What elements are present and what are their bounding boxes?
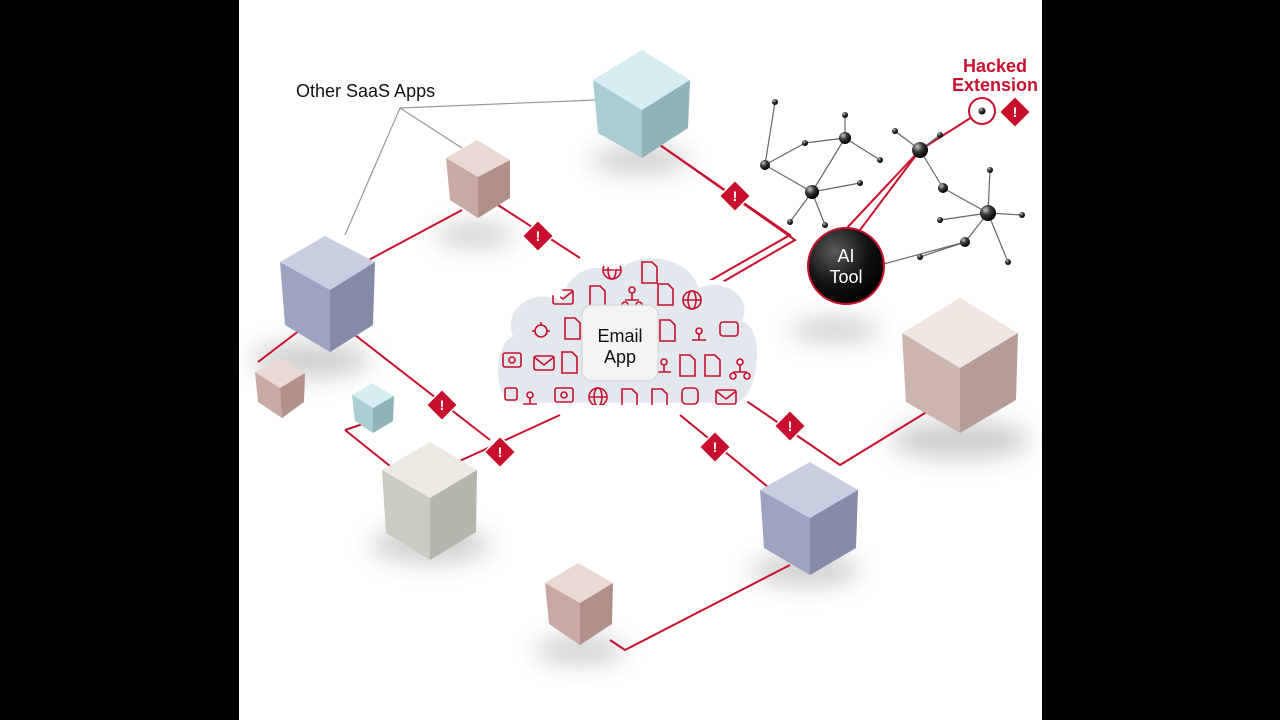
cube-pink-bottom xyxy=(545,563,613,645)
email-app-label-line2: App xyxy=(604,347,636,367)
cube-pink-small-left xyxy=(255,358,305,418)
email-app-label-line1: Email xyxy=(597,326,642,346)
email-app-card xyxy=(581,304,659,382)
ai-tool-node xyxy=(807,227,885,305)
cube-lavender-left xyxy=(280,236,375,352)
network-nodes xyxy=(760,99,1025,265)
alert-icon xyxy=(483,435,517,469)
cube-grey-large xyxy=(382,442,477,560)
alert-icon xyxy=(521,219,555,253)
cube-top-blue xyxy=(593,50,690,158)
hacked-label-line2: Extension xyxy=(952,75,1038,95)
alert-icon xyxy=(718,179,752,213)
ai-tool-label-line1: AI xyxy=(837,246,854,266)
cube-lavender-bottom xyxy=(760,462,858,575)
alert-icon xyxy=(773,409,807,443)
other-saas-apps-label: Other SaaS Apps xyxy=(296,81,435,101)
alert-icon xyxy=(998,95,1032,129)
alert-icon xyxy=(698,430,732,464)
cube-blue-tiny xyxy=(352,383,394,433)
saas-annotation-lines xyxy=(344,99,596,236)
ai-tool-label-line2: Tool xyxy=(829,267,862,287)
cube-pink-small-upper xyxy=(446,140,510,218)
hacked-extension-node xyxy=(968,97,996,125)
hacked-label-line1: Hacked xyxy=(963,56,1027,76)
cube-pink-large-right xyxy=(902,298,1018,433)
network-graph xyxy=(764,101,1023,266)
